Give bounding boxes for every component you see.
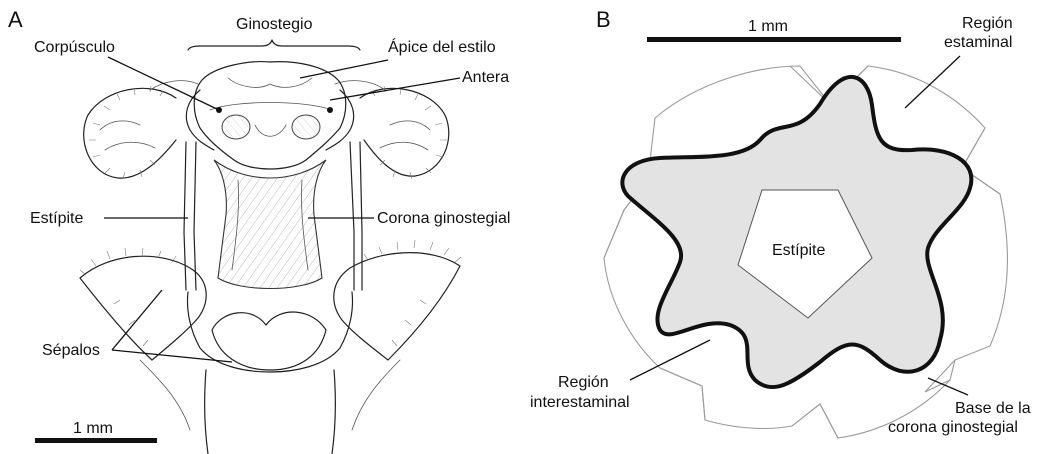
label-estipite: Estípite xyxy=(30,210,83,227)
label-corona-ginostegial: Corona ginostegial xyxy=(377,210,510,227)
label-region-inter-1: Región xyxy=(558,374,609,391)
scale-label-b: 1 mm xyxy=(748,18,788,35)
leader-sepalos-2 xyxy=(112,290,162,350)
leader-region-inter xyxy=(630,340,710,380)
ginostegio-brace xyxy=(188,40,360,50)
leader-region-estaminal xyxy=(905,56,960,108)
scale-bar-b xyxy=(647,37,901,42)
label-base-corona-2: corona ginostegial xyxy=(888,419,1018,436)
label-antera: Antera xyxy=(462,69,509,86)
scale-label-a: 1 mm xyxy=(73,420,113,437)
label-apice-estilo: Ápice del estilo xyxy=(388,37,496,56)
label-region-inter-2: interestaminal xyxy=(530,394,630,411)
label-corpusculo: Corpúsculo xyxy=(34,39,115,56)
label-ginostegio: Ginostegio xyxy=(236,16,313,33)
panel-a-letter: A xyxy=(8,7,23,32)
leader-corpusculo xyxy=(108,57,219,110)
flower-illustration xyxy=(80,62,461,454)
panel-a: A xyxy=(8,7,510,454)
leader-antera xyxy=(330,78,460,100)
label-region-estaminal-1: Región xyxy=(962,15,1013,32)
panel-b: B 1 mm Estípite Región estaminal Región … xyxy=(530,7,1031,438)
label-sepalos: Sépalos xyxy=(42,342,100,359)
label-estipite-b: Estípite xyxy=(772,242,825,259)
leader-apice xyxy=(300,60,388,78)
label-base-corona-1: Base de la xyxy=(955,400,1031,417)
label-region-estaminal-2: estaminal xyxy=(944,34,1012,51)
panel-b-letter: B xyxy=(596,7,611,32)
scale-bar-a xyxy=(35,438,157,443)
leader-sepalos-1 xyxy=(112,350,232,362)
